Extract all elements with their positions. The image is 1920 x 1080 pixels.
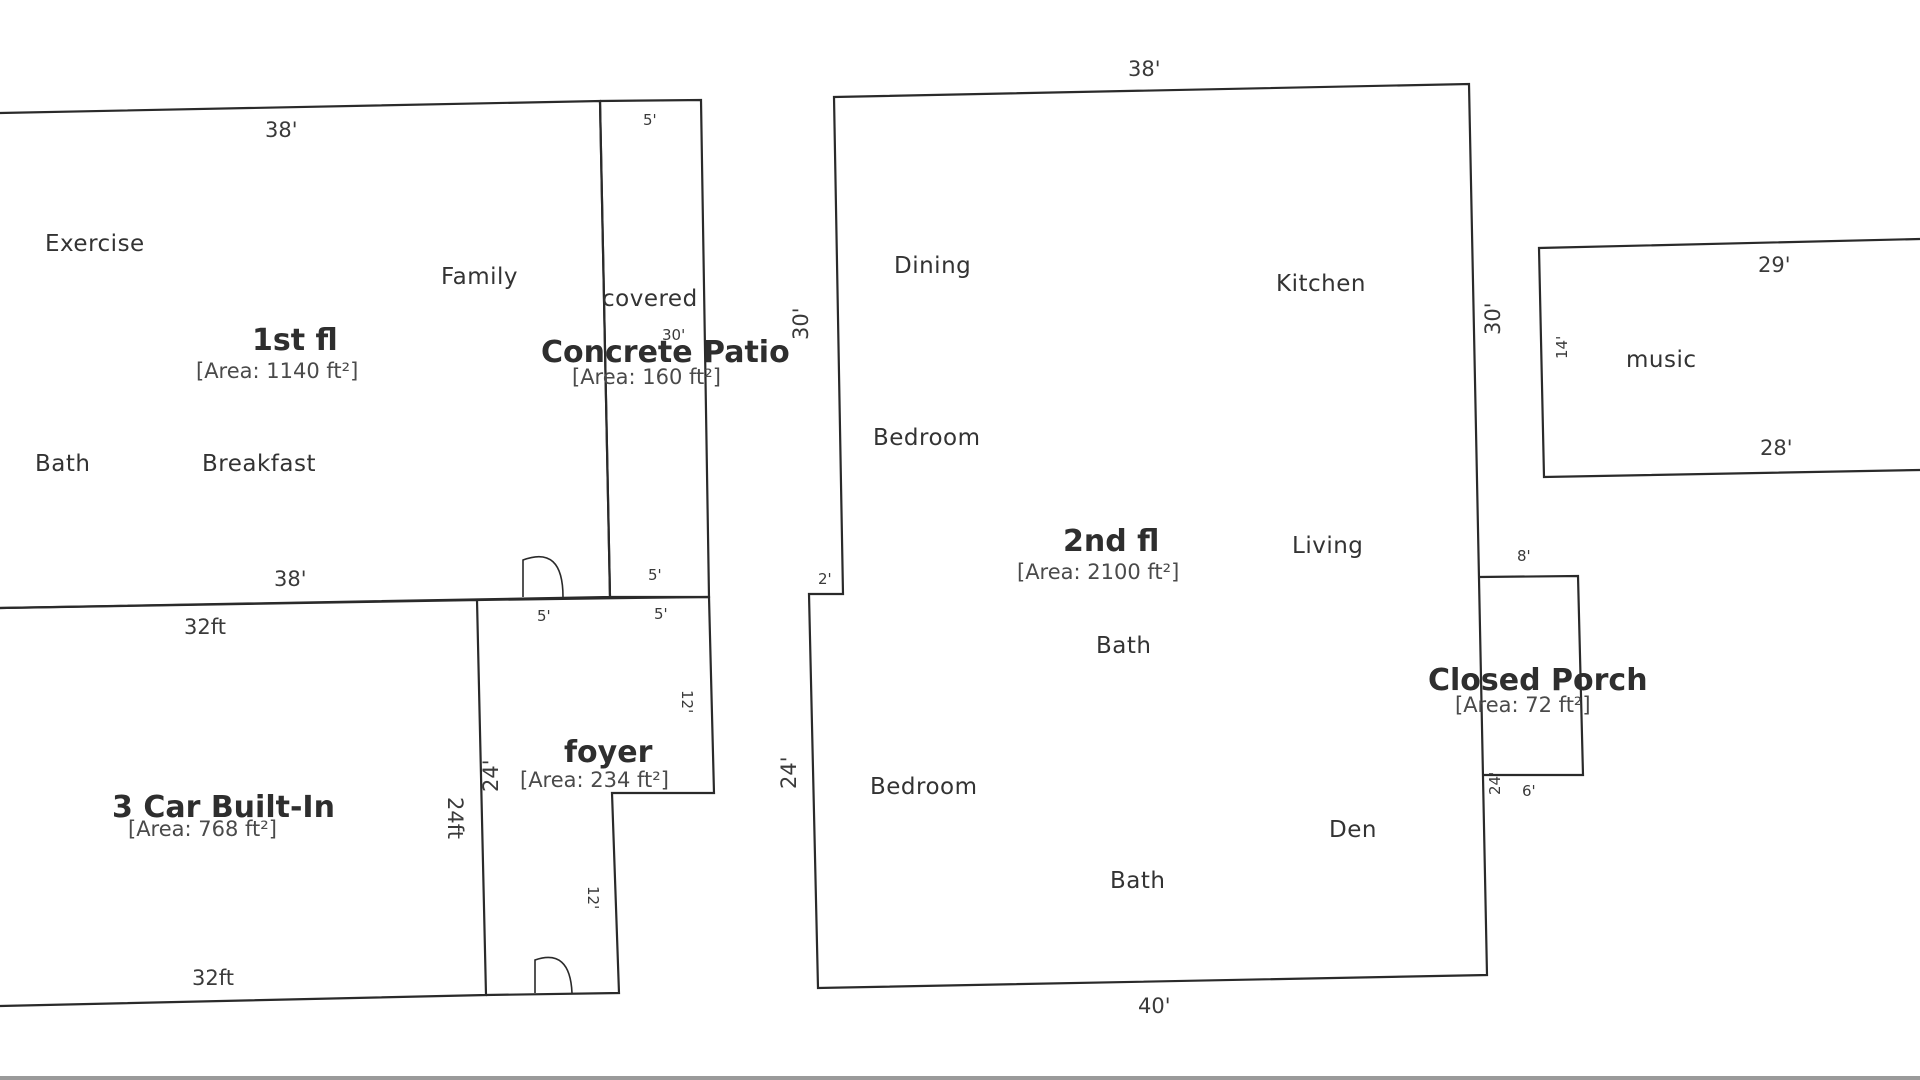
patio-dim-top: 5' [643, 111, 657, 129]
closed-porch-wing: 8' Closed Porch [Area: 72 ft²] 24' 6' [1428, 547, 1648, 800]
foyer-dim-right: 12' [678, 690, 696, 713]
foyer-outline [476, 595, 716, 997]
second-floor-dim-notch: 2' [818, 570, 832, 588]
room-bath-second-lower: Bath [1110, 868, 1165, 894]
first-floor-dim-top: 38' [265, 118, 298, 142]
scan-bottom-edge [0, 1076, 1920, 1080]
porch-outline [1478, 574, 1585, 777]
porch-dim-bottom: 6' [1522, 782, 1536, 800]
foyer-door-arc [534, 956, 573, 994]
garage-title: 3 Car Built-In [112, 790, 335, 825]
patio-area: [Area: 160 ft²] [572, 365, 721, 389]
room-bedroom-lower: Bedroom [870, 774, 978, 800]
music-dim-left: 14' [1553, 336, 1571, 359]
patio-covered-label: covered [602, 286, 698, 312]
foyer-area: [Area: 234 ft²] [520, 768, 669, 792]
room-den: Den [1329, 817, 1377, 843]
room-bath-second-upper: Bath [1096, 633, 1151, 659]
room-bedroom-upper: Bedroom [873, 425, 981, 451]
second-floor-area: [Area: 2100 ft²] [1017, 560, 1179, 584]
foyer-wing: 5' 5' 12' foyer [Area: 234 ft²] 24' 12' [476, 595, 716, 997]
garage-outline [0, 598, 488, 1008]
second-floor-dim-top: 38' [1128, 57, 1161, 81]
garage-wing: 32ft 3 Car Built-In [Area: 768 ft²] 24ft… [0, 598, 488, 1008]
patio-dim-bottom: 5' [648, 566, 662, 584]
music-outline [1537, 237, 1920, 479]
foyer-dim-top-left: 5' [537, 607, 551, 625]
porch-area: [Area: 72 ft²] [1455, 693, 1591, 717]
first-floor-door-arc [522, 555, 564, 598]
room-living: Living [1292, 533, 1363, 559]
first-floor-title: 1st fl [252, 323, 338, 358]
garage-dim-right: 24ft [443, 797, 467, 839]
second-floor-outline [807, 82, 1489, 990]
garage-area: [Area: 768 ft²] [128, 817, 277, 841]
porch-dim-side: 24' [1486, 772, 1504, 795]
music-dim-bottom: 28' [1760, 436, 1793, 460]
room-family: Family [441, 264, 518, 290]
covered-patio-wing: 5' covered 30' Concrete Patio [Area: 160… [541, 98, 790, 599]
garage-dim-bottom: 32ft [192, 966, 234, 990]
first-floor-area: [Area: 1140 ft²] [196, 359, 358, 383]
first-floor-patio-divider [598, 100, 612, 598]
second-floor-dim-bottom: 40' [1138, 994, 1171, 1018]
first-floor-dim-bottom: 38' [274, 567, 307, 591]
second-floor-title: 2nd fl [1063, 524, 1159, 559]
room-dining: Dining [894, 253, 971, 279]
patio-title: Concrete Patio [541, 335, 790, 370]
garage-dim-top: 32ft [184, 615, 226, 639]
foyer-dim-lower: 12' [584, 886, 602, 909]
patio-dim-side: 30' [662, 326, 685, 344]
room-exercise: Exercise [45, 231, 145, 257]
foyer-dim-left: 24' [479, 760, 503, 793]
room-kitchen: Kitchen [1276, 271, 1366, 297]
second-floor-wing: 38' Dining Kitchen 30' 30' Bedroom 2nd f… [777, 57, 1505, 1018]
foyer-title: foyer [564, 735, 653, 770]
music-title: music [1626, 347, 1697, 373]
music-dim-top: 29' [1758, 253, 1791, 277]
music-wing: 29' 14' music 28' [1537, 237, 1920, 479]
room-breakfast: Breakfast [202, 451, 316, 477]
second-floor-dim-left-upper: 30' [789, 308, 813, 341]
first-floor-wing: 38' Exercise Family 1st fl [Area: 1140 f… [0, 99, 612, 610]
room-bath-first: Bath [35, 451, 90, 477]
second-floor-dim-left-lower: 24' [777, 757, 801, 790]
porch-dim-top: 8' [1517, 547, 1531, 565]
porch-title: Closed Porch [1428, 663, 1648, 698]
foyer-dim-top-right: 5' [654, 605, 668, 623]
second-floor-dim-right: 30' [1481, 303, 1505, 336]
